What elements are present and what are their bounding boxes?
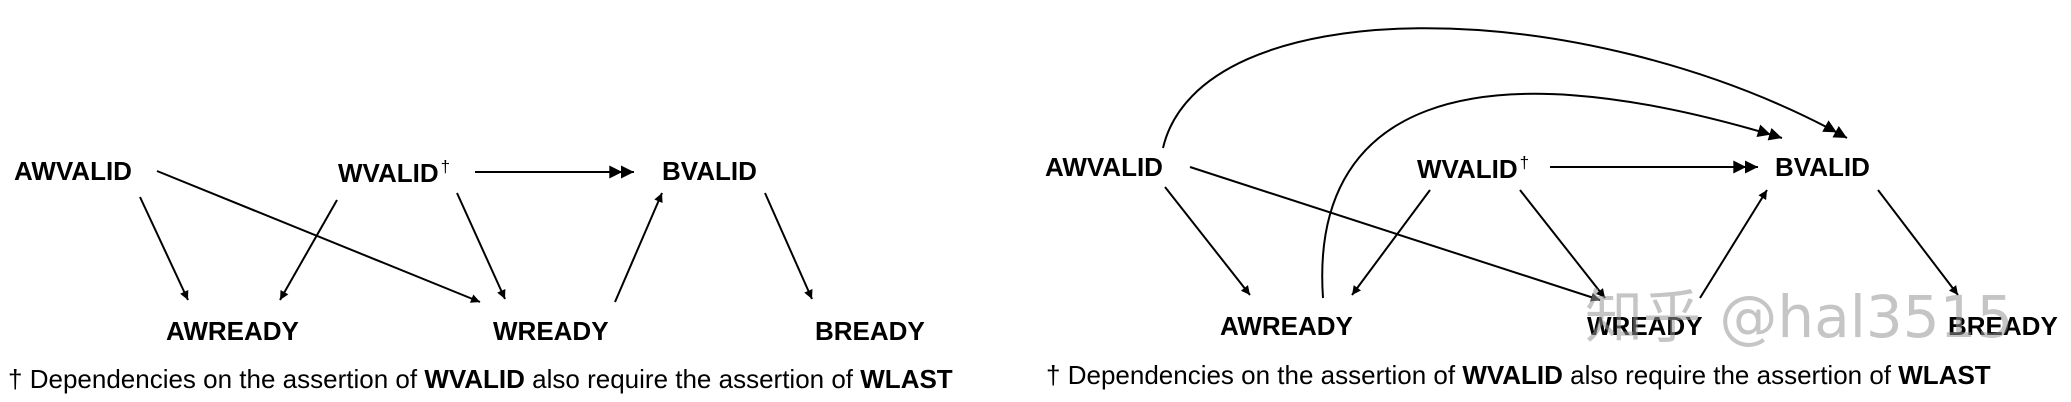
footnote-bold-wvalid: WVALID xyxy=(424,364,525,394)
diagram-right: AWVALID WVALID† BVALID AWREADY WREADY BR… xyxy=(1040,0,2071,402)
footnote-bold-wlast: WLAST xyxy=(1898,360,1991,390)
arrow-wvalid-awready xyxy=(279,199,338,301)
dagger-mark: † xyxy=(1519,153,1530,172)
node-wready: WREADY xyxy=(493,316,609,346)
dependency-arrows-left xyxy=(139,165,813,303)
arrow-awvalid-awready xyxy=(139,196,189,301)
arrow-wvalid-awready xyxy=(1351,189,1431,296)
arrow-awvalid-awready xyxy=(1164,186,1251,296)
arrow-awready-bvalid xyxy=(1321,92,1783,299)
dagger-mark: † xyxy=(440,157,451,176)
node-awvalid: AWVALID xyxy=(14,156,132,186)
watermark: 知乎 @hal3515 xyxy=(1585,283,2014,351)
diagram-left: AWVALID WVALID† BVALID AWREADY WREADY BR… xyxy=(8,156,953,392)
node-awvalid: AWVALID xyxy=(1045,152,1163,182)
node-bready: BREADY xyxy=(815,316,925,346)
footnote-text-mid: also require the assertion of xyxy=(532,364,854,394)
node-bvalid: BVALID xyxy=(662,156,757,186)
arrow-awvalid-wready xyxy=(156,170,481,303)
arrow-wready-bvalid xyxy=(614,192,663,303)
node-bready: BREADY xyxy=(1948,311,2058,341)
node-wready: WREADY xyxy=(1587,311,1703,341)
footnote-dagger: † xyxy=(1046,360,1061,390)
arrow-wready-bvalid xyxy=(1699,189,1768,299)
arrow-awvalid-wready xyxy=(1189,166,1601,302)
arrow-bvalid-bready xyxy=(764,192,813,300)
footnote-dagger: † xyxy=(8,364,23,394)
node-wvalid-label: WVALID xyxy=(338,158,439,188)
node-wvalid-label: WVALID xyxy=(1417,154,1518,184)
node-awready: AWREADY xyxy=(166,316,299,346)
node-awready: AWREADY xyxy=(1220,311,1353,341)
footnote-text-pre: Dependencies on the assertion of xyxy=(29,364,418,394)
dependency-arrows-right xyxy=(1162,27,1959,302)
arrow-wvalid-wready xyxy=(456,192,506,300)
footnote-bold-wlast: WLAST xyxy=(860,364,953,394)
arrow-bvalid-bready xyxy=(1877,189,1959,296)
node-wvalid: WVALID† xyxy=(338,158,450,186)
footnote-bold-wvalid: WVALID xyxy=(1462,360,1563,390)
footnote-text-mid: also require the assertion of xyxy=(1570,360,1892,390)
arrow-wvalid-wready xyxy=(1519,189,1606,299)
footnote-right: † Dependencies on the assertion of WVALI… xyxy=(1046,362,1991,388)
node-wvalid: WVALID† xyxy=(1417,154,1529,182)
footnote-text-pre: Dependencies on the assertion of xyxy=(1067,360,1456,390)
footnote-left: † Dependencies on the assertion of WVALI… xyxy=(8,366,953,392)
node-bvalid: BVALID xyxy=(1775,152,1870,182)
arrow-awvalid-bvalid xyxy=(1162,27,1848,149)
